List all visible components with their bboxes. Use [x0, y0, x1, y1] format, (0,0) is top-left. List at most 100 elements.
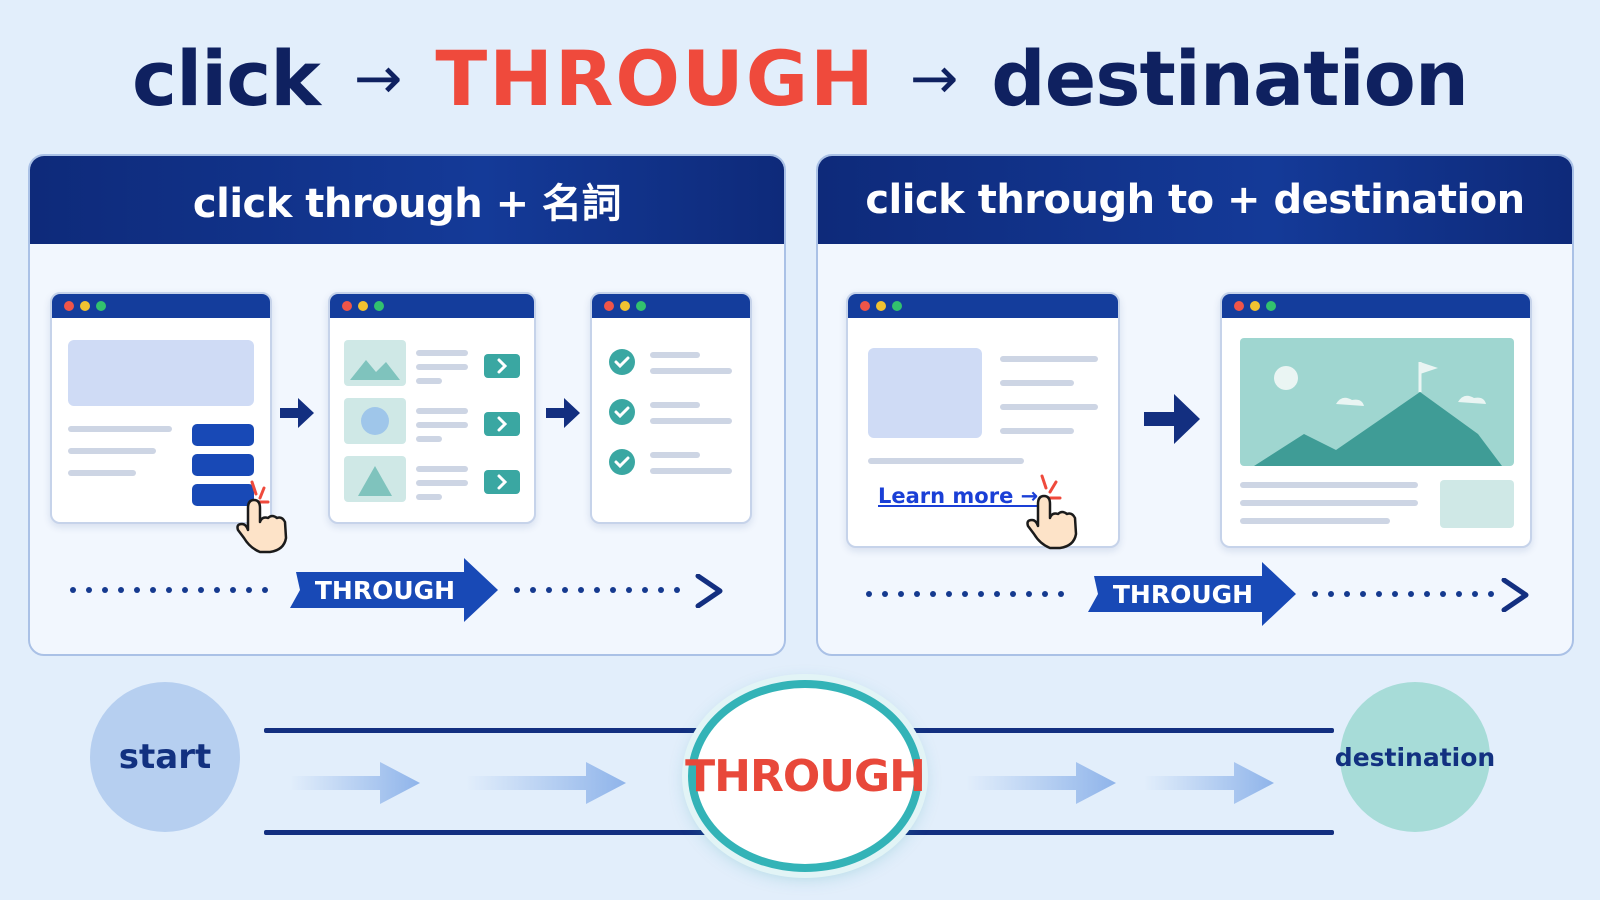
- text-line: [1240, 500, 1418, 506]
- option-button[interactable]: [192, 454, 254, 476]
- text-line: [416, 422, 468, 428]
- through-flow-tag: THROUGH: [290, 558, 500, 622]
- dotted-path: [514, 586, 680, 594]
- arrow-right-icon: [280, 398, 314, 428]
- learn-more-link[interactable]: Learn more →: [878, 484, 1039, 508]
- flow-arrow-icon: [466, 762, 626, 804]
- arrowhead-icon: [695, 574, 723, 608]
- text-line: [1240, 518, 1390, 524]
- text-line: [416, 466, 468, 472]
- option-button[interactable]: [192, 484, 254, 506]
- mountain-thumbnail-icon: [344, 340, 406, 386]
- browser-window-checklist: [590, 292, 752, 524]
- browser-window-start: [50, 292, 272, 524]
- maximize-dot-icon: [892, 301, 902, 311]
- mountain-flag-hero-image-icon: [1240, 338, 1514, 466]
- maximize-dot-icon: [1266, 301, 1276, 311]
- close-dot-icon: [604, 301, 614, 311]
- arrow-right-icon: [546, 398, 580, 428]
- text-line: [1000, 380, 1074, 386]
- through-arrow-shape: [1088, 562, 1296, 626]
- triangle-thumbnail-icon: [344, 456, 406, 502]
- through-arrow-shape: [290, 558, 498, 622]
- text-line: [650, 452, 700, 458]
- headline-arrow-2: →: [909, 44, 959, 112]
- image-placeholder: [68, 340, 254, 406]
- text-line: [416, 378, 442, 384]
- panel-left-title: click through + 名詞: [30, 156, 784, 244]
- through-flow-label: THROUGH: [1112, 579, 1254, 609]
- chevron-right-button-icon[interactable]: [484, 412, 520, 436]
- text-line: [68, 426, 172, 432]
- maximize-dot-icon: [636, 301, 646, 311]
- arrowhead-icon: [1501, 578, 1529, 612]
- text-line: [68, 470, 136, 476]
- destination-circle: destination: [1335, 682, 1495, 832]
- text-line: [1000, 428, 1074, 434]
- headline-click: click: [132, 33, 321, 123]
- dotted-path: [1312, 590, 1494, 598]
- browser-window-destination: [1220, 292, 1532, 548]
- window-titlebar: [592, 294, 750, 318]
- maximize-dot-icon: [96, 301, 106, 311]
- window-titlebar: [330, 294, 534, 318]
- thumbnail-placeholder: [1440, 480, 1514, 528]
- pointer-hand-icon: [1026, 474, 1078, 550]
- chevron-right-button-icon[interactable]: [484, 470, 520, 494]
- window-titlebar: [52, 294, 270, 318]
- through-oval: THROUGH: [685, 680, 926, 872]
- image-placeholder: [868, 348, 982, 438]
- text-line: [1000, 404, 1098, 410]
- panel-click-through-to-destination: click through to + destination Learn mor…: [816, 154, 1574, 656]
- headline-through: THROUGH: [435, 33, 876, 123]
- text-line: [416, 364, 468, 370]
- text-line: [416, 436, 442, 442]
- through-flow-label: THROUGH: [314, 575, 456, 605]
- headline: click → THROUGH → destination: [0, 28, 1600, 128]
- minimize-dot-icon: [876, 301, 886, 311]
- text-line: [416, 350, 468, 356]
- text-line: [650, 352, 700, 358]
- panel-right-title: click through to + destination: [818, 156, 1572, 244]
- text-line: [68, 448, 156, 454]
- headline-arrow-1: →: [353, 44, 403, 112]
- text-line: [1240, 482, 1418, 488]
- pointer-hand-icon: [236, 480, 288, 554]
- text-line: [650, 468, 732, 474]
- text-line: [1000, 356, 1098, 362]
- window-titlebar: [848, 294, 1118, 318]
- maximize-dot-icon: [374, 301, 384, 311]
- text-line: [650, 418, 732, 424]
- window-titlebar: [1222, 294, 1530, 318]
- close-dot-icon: [342, 301, 352, 311]
- minimize-dot-icon: [80, 301, 90, 311]
- start-circle: start: [90, 682, 240, 832]
- text-line: [416, 480, 468, 486]
- through-flow-tag: THROUGH: [1088, 562, 1298, 626]
- check-circle-icon: [609, 349, 635, 375]
- chevron-right-button-icon[interactable]: [484, 354, 520, 378]
- flow-arrow-icon: [290, 762, 420, 804]
- close-dot-icon: [860, 301, 870, 311]
- check-circle-icon: [609, 399, 635, 425]
- dotted-path: [70, 586, 268, 594]
- headline-destination: destination: [991, 33, 1469, 123]
- flow-arrow-icon: [966, 762, 1116, 804]
- check-circle-icon: [609, 449, 635, 475]
- arrow-right-icon: [1144, 394, 1200, 444]
- close-dot-icon: [1234, 301, 1244, 311]
- dotted-path: [866, 590, 1064, 598]
- text-line: [416, 408, 468, 414]
- minimize-dot-icon: [358, 301, 368, 311]
- browser-window-source: Learn more →: [846, 292, 1120, 548]
- close-dot-icon: [64, 301, 74, 311]
- text-line: [416, 494, 442, 500]
- circle-thumbnail-icon: [344, 398, 406, 444]
- text-line: [650, 402, 700, 408]
- text-line: [868, 458, 1024, 464]
- minimize-dot-icon: [1250, 301, 1260, 311]
- browser-window-list: [328, 292, 536, 524]
- minimize-dot-icon: [620, 301, 630, 311]
- text-line: [650, 368, 732, 374]
- option-button[interactable]: [192, 424, 254, 446]
